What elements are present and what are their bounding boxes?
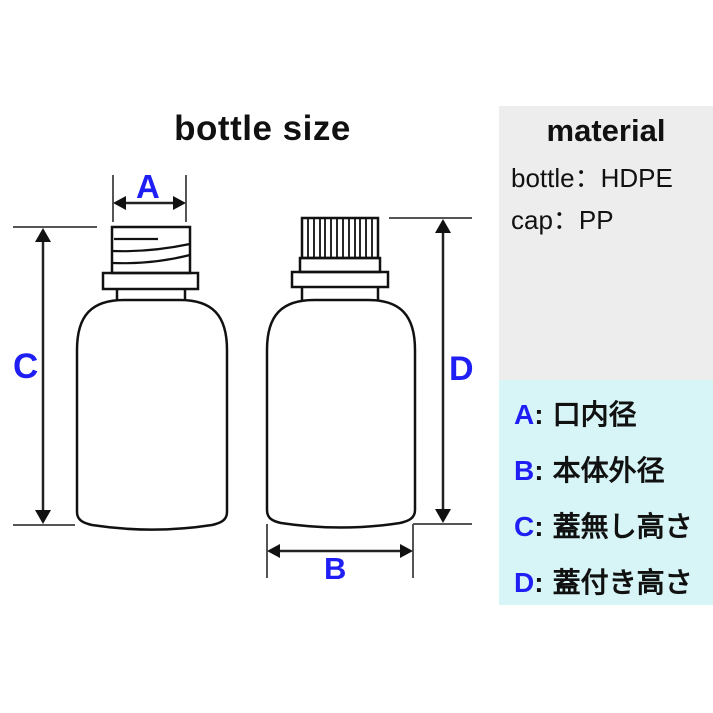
- material-line-cap: cap：PP: [511, 205, 614, 235]
- legend-row-a: A: 口内径: [514, 393, 713, 449]
- material-panel: material bottle：HDPE cap：PP: [499, 106, 713, 380]
- cap-skirt-rect: [298, 256, 382, 274]
- thread-lines: [111, 237, 191, 265]
- legend-label-c: 蓋無し高さ: [552, 511, 693, 542]
- cap-collar-rect: [290, 270, 390, 289]
- dimension-label-c: C: [13, 347, 39, 386]
- material-heading: material: [546, 113, 666, 148]
- cap-rib-lines: [307, 219, 373, 257]
- page-title: bottle size: [174, 109, 351, 148]
- bottle-no-cap-drawing: [75, 225, 229, 531]
- legend-letter-b: B: [514, 455, 535, 486]
- legend-letter-c: C: [514, 511, 535, 542]
- dimension-legend-panel: A: 口内径 B: 本体外径 C: 蓋無し高さ D: 蓋付き高さ: [499, 380, 713, 605]
- legend-colon: :: [534, 567, 544, 598]
- legend-row-b: B: 本体外径: [514, 449, 713, 505]
- neck-collar-rect: [101, 271, 200, 291]
- legend-label-d: 蓋付き高さ: [552, 567, 693, 598]
- bottle-with-cap-drawing: [265, 216, 417, 529]
- dimension-arrow-a: [112, 175, 187, 222]
- dimension-label-d: D: [449, 350, 474, 388]
- legend-row-c: C: 蓋無し高さ: [514, 505, 713, 561]
- material-lines: bottle：HDPE cap：PP: [499, 157, 713, 241]
- legend-letter-a: A: [514, 399, 535, 430]
- legend-colon: :: [534, 455, 544, 486]
- legend-colon: :: [534, 399, 544, 430]
- dimension-arrow-c: [13, 226, 97, 526]
- dimension-label-a: A: [136, 168, 160, 205]
- legend-label-a: 口内径: [552, 399, 637, 430]
- dimension-label-b: B: [324, 551, 347, 586]
- legend-label-b: 本体外径: [552, 455, 665, 486]
- bottle-body-outline: [265, 298, 417, 529]
- dimension-arrow-b: [266, 524, 414, 578]
- legend-letter-d: D: [514, 567, 535, 598]
- legend-row-d: D: 蓋付き高さ: [514, 561, 713, 617]
- dimension-arrow-d: [389, 217, 472, 525]
- legend-colon: :: [534, 511, 544, 542]
- material-line-bottle: bottle：HDPE: [511, 163, 673, 193]
- bottle-body-outline: [75, 298, 229, 531]
